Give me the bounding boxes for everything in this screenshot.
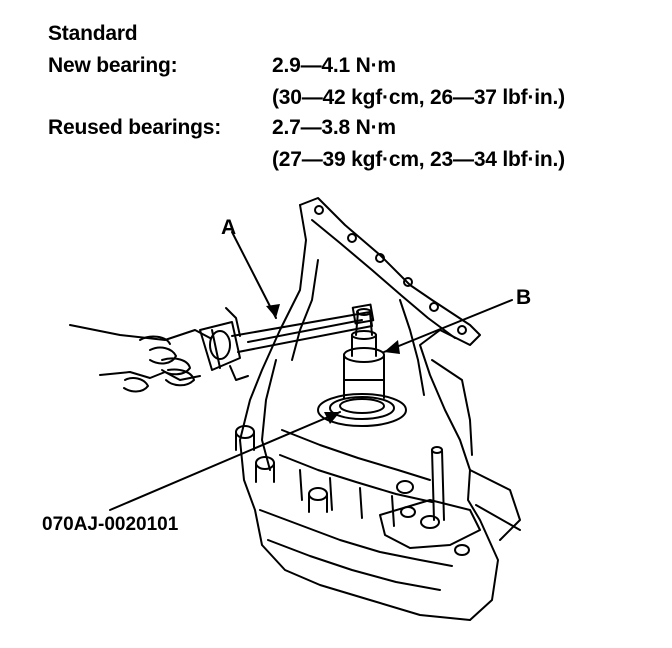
callout-b: B — [516, 286, 531, 309]
new-bearing-value: 2.9—4.1 N·m — [272, 54, 396, 77]
spec-heading: Standard — [48, 22, 138, 45]
leader-lines — [109, 231, 513, 511]
new-bearing-row: New bearing: 2.9—4.1 N·m — [48, 54, 396, 78]
torque-wrench-a — [199, 303, 375, 381]
bearing-bore — [317, 393, 407, 427]
arrow-a — [266, 304, 280, 318]
figure-code: 070AJ-0020101 — [42, 514, 179, 535]
new-bearing-label: New bearing: — [48, 54, 178, 77]
new-bearing-alt: (30—42 kgf·cm, 26—37 lbf·in.) — [272, 86, 565, 109]
reused-bearing-alt: (27—39 kgf·cm, 23—34 lbf·in.) — [272, 148, 565, 171]
transmission-case — [235, 197, 521, 621]
reused-bearing-label: Reused bearings: — [48, 116, 222, 139]
hand — [69, 324, 211, 393]
arrow-b — [384, 340, 400, 354]
reused-bearing-row: Reused bearings: 2.7—3.8 N·m — [48, 116, 396, 140]
reused-bearing-value: 2.7—3.8 N·m — [272, 116, 396, 139]
callout-a: A — [221, 216, 236, 239]
arrow-figure-code — [324, 412, 340, 424]
